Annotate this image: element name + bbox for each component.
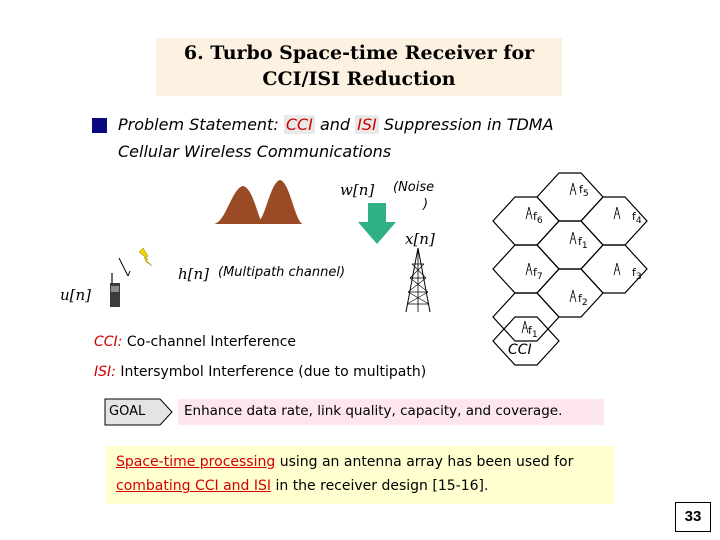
slide-title-line1: 6. Turbo Space-time Receiver for — [183, 42, 535, 64]
isi-text: Intersymbol Interference (due to multipa… — [120, 364, 427, 380]
goal-label: GOAL — [109, 404, 146, 419]
cci-term: CCI: — [94, 334, 123, 350]
mountain-left-icon — [214, 186, 264, 224]
multipath-label: (Multipath channel) — [218, 265, 346, 280]
hex-cell-grid — [492, 172, 648, 366]
cell-label-f1-duplicate: f1 — [528, 324, 538, 341]
goal-text: Enhance data rate, link quality, capacit… — [184, 403, 563, 419]
cell-label-f2: f2 — [578, 292, 588, 309]
base-station-tower-icon — [405, 247, 431, 313]
signal-line — [118, 257, 129, 277]
summary-line1-highlight: Space-time processing — [116, 454, 276, 470]
mountain-right-icon — [256, 180, 303, 224]
x-label: x[n] — [405, 230, 435, 248]
cell-label-f1: f1 — [578, 235, 588, 252]
problem-cci: CCI — [283, 115, 315, 134]
title-box: 6. Turbo Space-time Receiver for CCI/ISI… — [156, 38, 562, 96]
summary-line1-rest: using an antenna array has been used for — [275, 454, 574, 470]
goal-text-box: Enhance data rate, link quality, capacit… — [178, 399, 604, 425]
slide-title-line2: CCI/ISI Reduction — [262, 68, 456, 90]
problem-statement-line2: Cellular Wireless Communications — [118, 142, 392, 161]
bullet-square-icon — [92, 118, 107, 133]
cci-text: Co-channel Interference — [126, 334, 297, 350]
page-number: 33 — [675, 502, 711, 532]
summary-line2-rest: in the receiver design [15-16]. — [271, 478, 489, 494]
isi-definition: ISI: Intersymbol Interference (due to mu… — [94, 364, 426, 380]
cell-label-f6: f6 — [533, 210, 543, 227]
isi-term: ISI: — [94, 364, 116, 380]
cell-cci-label: CCI — [508, 342, 532, 358]
cci-definition: CCI: Co-channel Interference — [94, 334, 296, 350]
summary-line1: Space-time processing using an antenna a… — [116, 454, 573, 470]
goal-arrow-box — [104, 398, 173, 426]
cell-label-f7: f7 — [533, 266, 543, 283]
mobile-phone-icon — [110, 283, 120, 307]
noise-paren: ) — [423, 197, 429, 212]
h-label: h[n] — [178, 265, 210, 283]
problem-statement-line1: Problem Statement: CCI and ISI Suppressi… — [118, 115, 554, 134]
summary-line2-highlight: combating CCI and ISI — [116, 478, 272, 494]
w-label: w[n] — [340, 181, 375, 199]
summary-box: Space-time processing using an antenna a… — [106, 446, 614, 504]
lightning-icon — [138, 247, 153, 267]
cell-label-f5: f5 — [579, 183, 589, 200]
cell-antenna-icons — [521, 182, 621, 334]
cell-label-f4: f4 — [632, 210, 642, 227]
summary-line2: combating CCI and ISI in the receiver de… — [116, 478, 488, 494]
u-label: u[n] — [60, 286, 92, 304]
cell-label-f3: f3 — [632, 266, 642, 283]
noise-label: (Noise — [393, 180, 435, 195]
problem-and: and — [319, 115, 351, 134]
noise-arrow-icon — [358, 203, 396, 244]
problem-rest: Suppression in TDMA — [383, 115, 554, 134]
problem-isi: ISI — [355, 115, 379, 134]
problem-label: Problem Statement: — [118, 115, 279, 134]
